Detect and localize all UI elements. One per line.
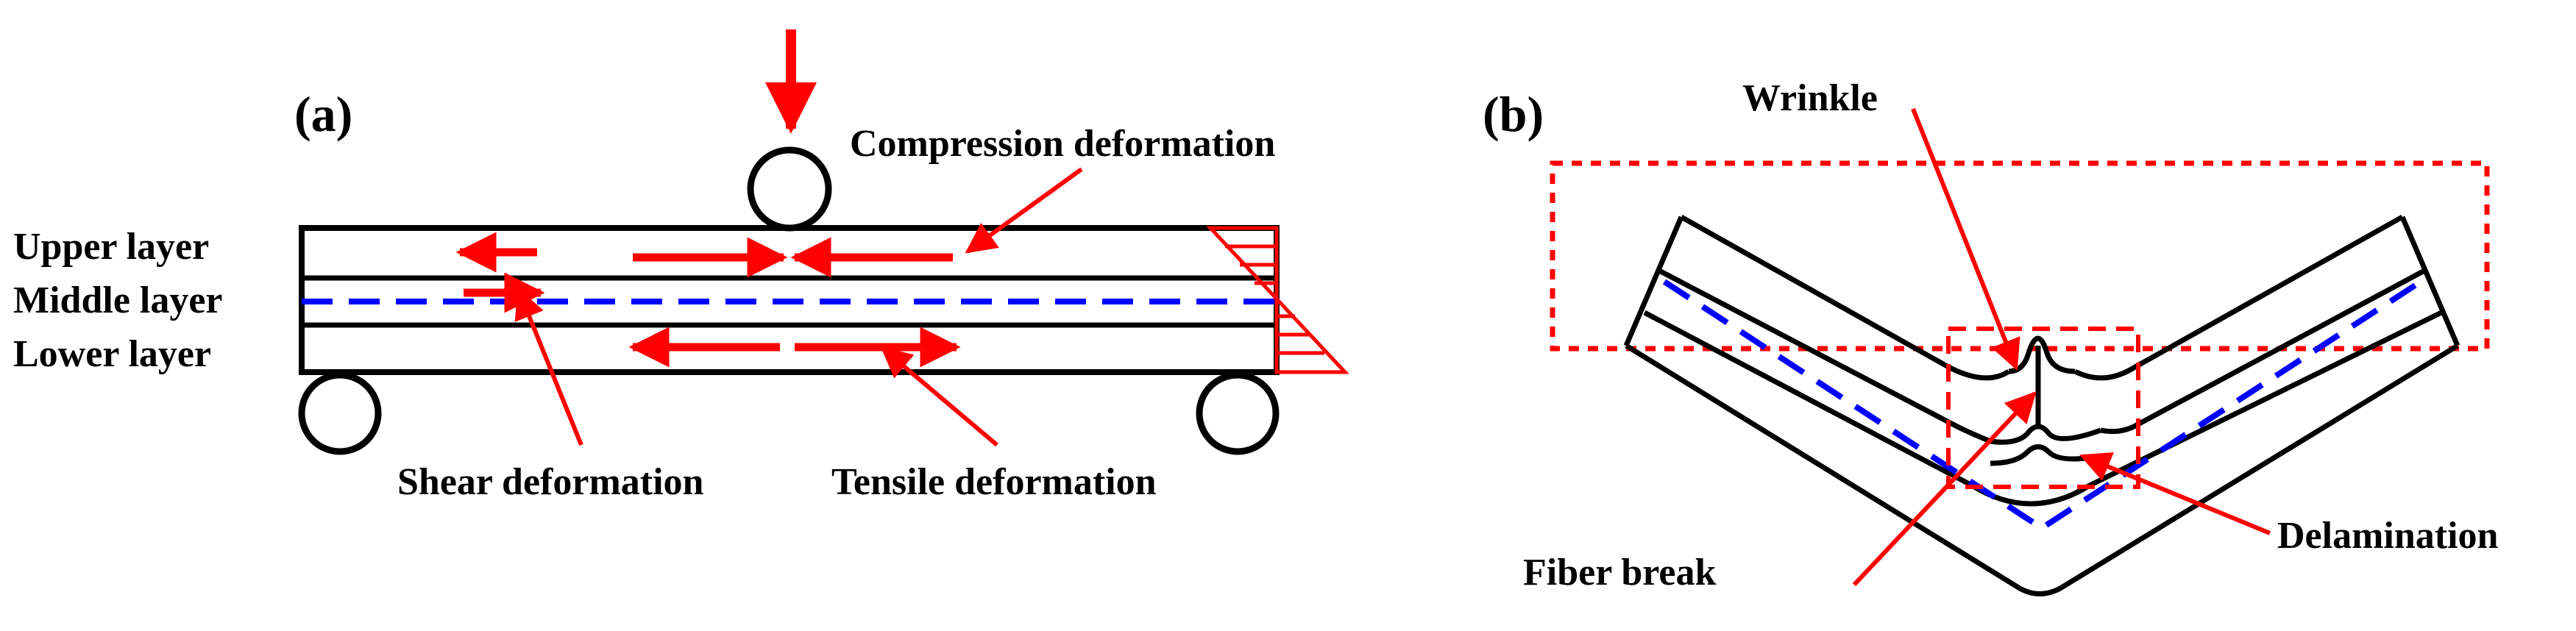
upper-interface-b [1658,268,1992,444]
lower-layer-label: Lower layer [13,333,211,375]
deformation-arrows [455,232,961,368]
right-support-roller [1196,371,1280,455]
inner-surface [1680,214,2010,381]
shear-leader [514,288,583,446]
upper-interface-b-right [2100,268,2426,435]
left-support-roller [298,371,382,455]
panel-b-label: (b) [1483,86,1544,142]
delamination-leader [2079,452,2271,535]
tensile-leader [880,346,998,447]
region-box [1550,160,2490,352]
right-end [2399,215,2460,347]
damage-zone-box [1946,327,2140,489]
delamination-label: Delamination [2277,515,2499,557]
fiber-break-label: Fiber break [1523,552,1716,593]
middle-layer-label: Middle layer [13,279,223,321]
panel-b: (b) Wrinkle [1483,77,2499,596]
leader-arrows-a [514,167,1083,447]
compression-label: Compression deformation [850,123,1275,165]
leader-arrows-b [1852,107,2271,587]
inner-surface-right [2073,214,2404,381]
outer-surface [1625,343,2459,596]
shear-label: Shear deformation [397,461,704,503]
wrinkle-leader [1911,107,2020,371]
delamination-gap-2 [1990,444,2101,466]
panel-a-label: (a) [294,86,352,142]
upper-layer-label: Upper layer [13,226,209,268]
wrinkle-bump [2008,335,2076,374]
loading-roller [747,146,832,232]
stress-distribution [1206,226,1349,374]
left-end [1623,215,1684,347]
compression-leader [965,167,1083,254]
delamination-gap [1990,424,2102,445]
neutral-axis-b [1662,279,2423,532]
fiber-break-leader [1852,391,2037,587]
bent-laminate [1623,214,2460,596]
panel-a: (a) [13,29,1349,503]
wrinkle-label: Wrinkle [1742,77,1878,119]
tensile-label: Tensile deformation [831,461,1157,503]
